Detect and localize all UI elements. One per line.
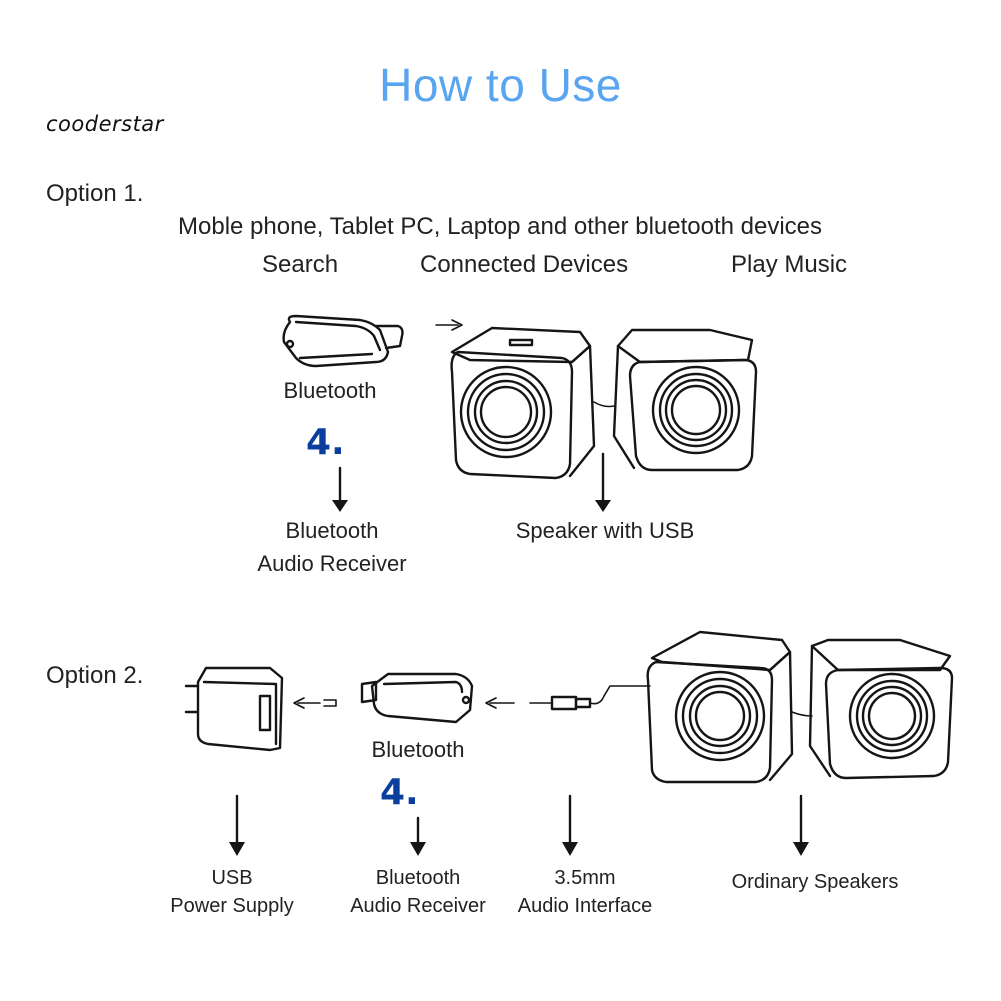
usb-caption-line2: Power Supply — [170, 895, 294, 917]
option-1-speaker-caption: Speaker with USB — [515, 518, 695, 543]
page-title: How to Use — [379, 59, 622, 111]
ordinary-speakers-icon — [646, 630, 954, 784]
arrow-down-icon — [595, 452, 611, 512]
option-2-bluetooth-label: Bluetooth — [371, 737, 465, 762]
arrow-down-icon — [793, 794, 809, 856]
option-1-devices-line: Moble phone, Tablet PC, Laptop and other… — [178, 213, 823, 240]
bluetooth-receiver-icon — [360, 672, 474, 724]
ordinary-speakers-caption: Ordinary Speakers — [731, 871, 899, 893]
arrow-left-icon — [485, 697, 515, 709]
audio-jack-icon — [529, 685, 651, 711]
jack-caption-line1: 3.5mm — [554, 867, 616, 889]
option-1-label: Option 1. — [46, 180, 144, 207]
option-1-step-play: Play Music — [731, 251, 848, 278]
option-1-step-number: 4. — [306, 422, 345, 463]
option-2-step-number: 4. — [380, 772, 419, 813]
arrow-down-icon — [410, 816, 426, 856]
arrow-down-icon — [332, 466, 348, 512]
option-1-bluetooth-label: Bluetooth — [283, 378, 377, 403]
option-1-receiver-caption-line1: Bluetooth — [285, 518, 379, 543]
option-2-label: Option 2. — [46, 662, 144, 689]
bluetooth-receiver-icon — [282, 314, 404, 368]
arrow-down-icon — [229, 794, 245, 856]
option-1-step-connected: Connected Devices — [420, 251, 629, 278]
arrow-right-icon — [435, 319, 463, 331]
arrow-left-icon — [293, 697, 337, 709]
usb-caption-line1: USB — [211, 867, 253, 889]
brand-logo: cooderstar — [46, 112, 164, 136]
jack-caption-line2: Audio Interface — [517, 895, 653, 917]
option-2-receiver-caption-line1: Bluetooth — [375, 867, 461, 889]
usb-power-adapter-icon — [184, 666, 284, 752]
usb-speaker-icon — [450, 326, 758, 480]
option-2-receiver-caption-line2: Audio Receiver — [350, 895, 486, 917]
option-1-step-search: Search — [262, 251, 339, 278]
arrow-down-icon — [562, 794, 578, 856]
option-1-receiver-caption-line2: Audio Receiver — [257, 551, 407, 576]
